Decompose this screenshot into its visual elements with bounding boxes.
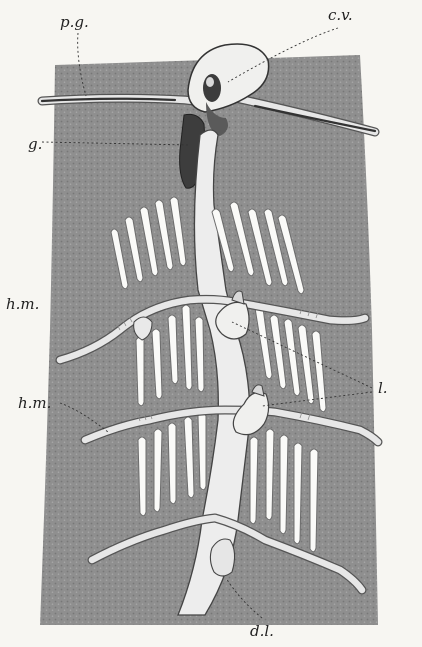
label-l: l. xyxy=(378,379,388,397)
label-hm-lower: h.m. xyxy=(18,394,51,412)
label-hm-upper: h.m. xyxy=(6,295,39,313)
label-dl: d.l. xyxy=(250,622,274,640)
label-g: g. xyxy=(28,135,42,153)
label-pg: p.g. xyxy=(60,13,89,31)
dorsal-lamina xyxy=(210,539,234,576)
label-cv: c.v. xyxy=(328,6,353,24)
